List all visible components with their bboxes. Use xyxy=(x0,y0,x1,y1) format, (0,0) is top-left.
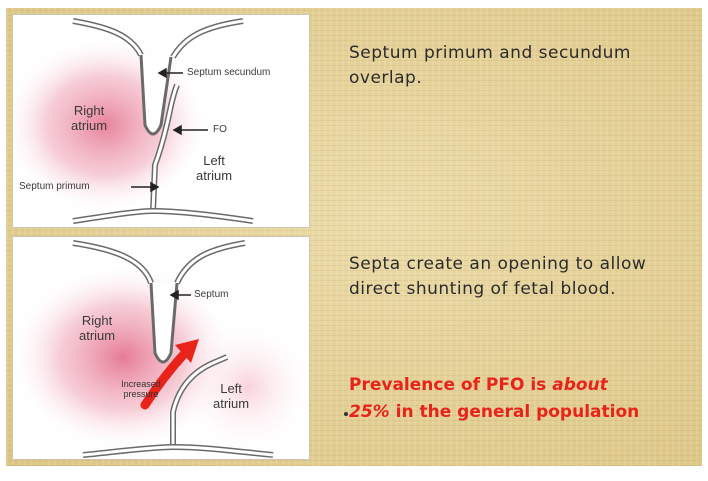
label-septum: Septum xyxy=(194,289,228,301)
heart-septum-illustration xyxy=(13,15,309,227)
bullet-dot xyxy=(344,412,348,416)
label-fo: FO xyxy=(213,124,227,136)
heart-shunt-illustration xyxy=(13,237,309,459)
label-septum-secundum: Septum secundum xyxy=(187,67,270,79)
label-septum-primum: Septum primum xyxy=(19,181,90,193)
